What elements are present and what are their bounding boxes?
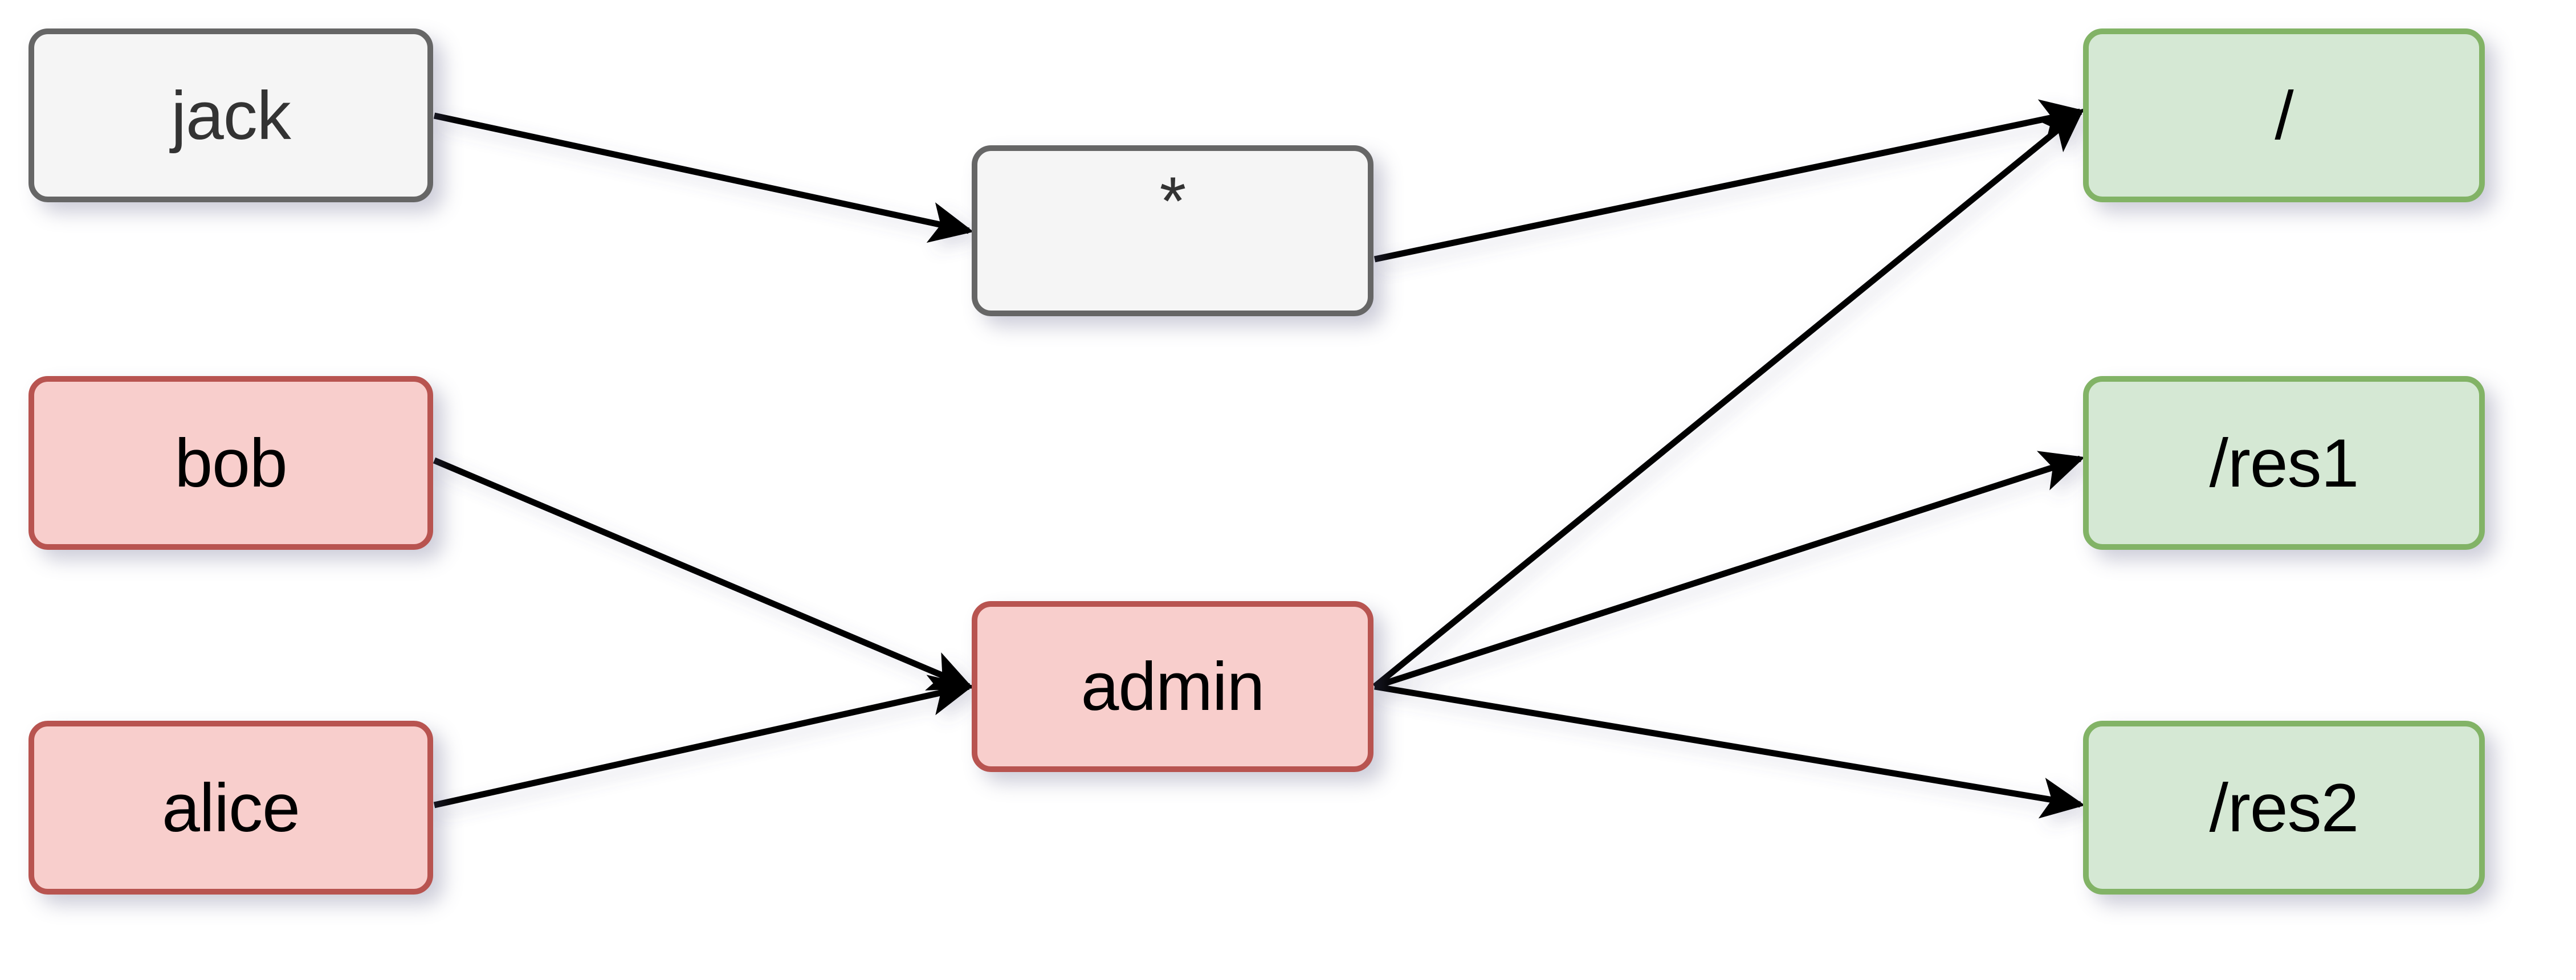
node-alice-label: alice [162,769,300,846]
node-bob[interactable]: bob [28,376,433,550]
node-resource-root[interactable]: / [2083,28,2485,202]
node-wildcard-label: * [1159,163,1187,239]
node-resource-res1-label: /res1 [2209,424,2359,501]
node-bob-label: bob [174,424,287,501]
node-resource-root-label: / [2275,77,2293,154]
node-admin-label: admin [1081,648,1265,725]
node-resource-res1[interactable]: /res1 [2083,376,2485,550]
node-jack[interactable]: jack [28,28,433,202]
edge-bob-to-admin[interactable] [433,457,974,691]
edge-alice-to-admin[interactable] [433,675,974,808]
node-resource-res2[interactable]: /res2 [2083,721,2485,895]
edge-admin-to-root[interactable] [1372,108,2084,689]
node-alice[interactable]: alice [28,721,433,895]
edge-admin-to-res1[interactable] [1373,451,2085,690]
edge-admin-to-res2[interactable] [1374,683,2085,819]
node-wildcard[interactable]: * [972,145,1373,316]
edge-jack-to-star[interactable] [433,112,974,243]
edge-star-to-root[interactable] [1373,99,2085,263]
node-resource-res2-label: /res2 [2209,769,2359,846]
node-jack-label: jack [171,77,291,154]
node-admin[interactable]: admin [972,601,1373,772]
